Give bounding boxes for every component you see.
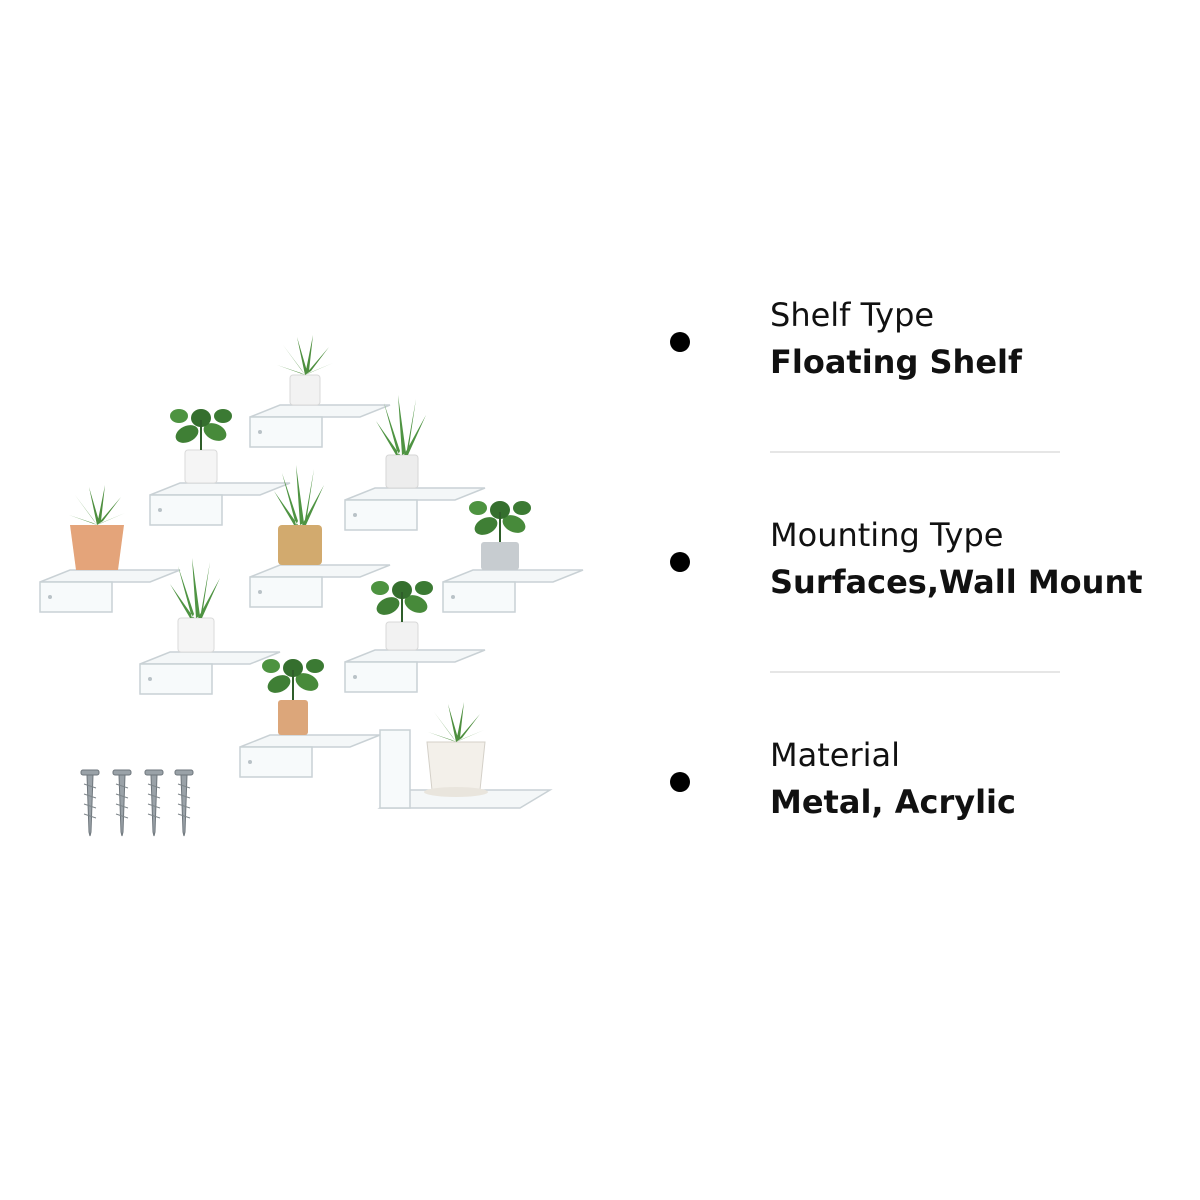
- bullet-icon: [670, 772, 690, 792]
- spec-row-material: Material Metal, Acrylic: [650, 730, 1170, 880]
- spec-row-shelf-type: Shelf Type Floating Shelf: [650, 290, 1170, 510]
- plant-pot-1: [277, 335, 333, 406]
- shelf-7: [139, 651, 281, 695]
- shelf-5: [249, 564, 391, 608]
- plant-pot-3: [376, 395, 426, 489]
- shelf-4: [39, 569, 181, 613]
- spec-value: Floating Shelf: [770, 343, 1022, 381]
- spec-label: Mounting Type: [770, 516, 1004, 554]
- shelf-9: [239, 734, 381, 778]
- screw-icon: [80, 769, 194, 837]
- plant-pot-7: [170, 558, 220, 653]
- product-image: [39, 335, 584, 837]
- spec-list: Shelf Type Floating Shelf Mounting Type …: [650, 290, 1170, 880]
- divider: [770, 671, 1060, 673]
- bullet-icon: [670, 552, 690, 572]
- spec-label: Shelf Type: [770, 296, 935, 334]
- plant-pot-2: [169, 408, 233, 484]
- plant-pot-9: [261, 658, 325, 735]
- plant-pot-5: [274, 465, 324, 565]
- shelf-10: [377, 729, 553, 809]
- shelf-3: [344, 487, 486, 531]
- shelf-6: [442, 569, 584, 613]
- spec-value: Surfaces,Wall Mount: [770, 563, 1143, 601]
- divider: [770, 451, 1060, 453]
- bullet-icon: [670, 332, 690, 352]
- spec-row-mounting-type: Mounting Type Surfaces,Wall Mount: [650, 510, 1170, 730]
- shelf-2: [149, 482, 291, 526]
- plant-pot-8: [370, 580, 434, 651]
- plant-pot-10: [424, 702, 488, 797]
- shelf-8: [344, 649, 486, 693]
- shelf-1: [249, 404, 391, 448]
- spec-value: Metal, Acrylic: [770, 783, 1016, 821]
- plant-pot-4: [69, 485, 125, 570]
- plant-pot-6: [468, 500, 532, 570]
- spec-label: Material: [770, 736, 900, 774]
